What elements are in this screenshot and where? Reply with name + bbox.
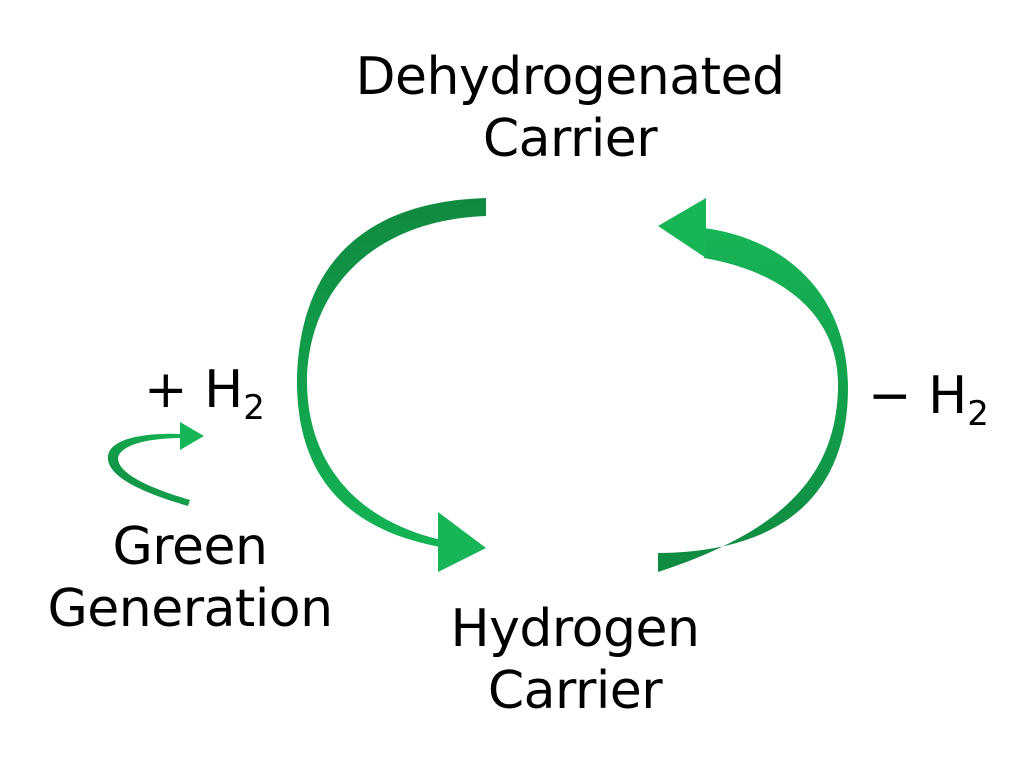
hydrogen-carrier-line2: Carrier (487, 661, 663, 721)
hydrogen-carrier-line1: Hydrogen (450, 599, 700, 659)
hydrogen-addition-subscript: 2 (243, 388, 265, 428)
green-generation-line1: Green (112, 517, 268, 577)
generation-arrowhead (180, 422, 204, 450)
hydrogen-addition-label: + H2 (144, 360, 265, 425)
left-arrowhead (438, 512, 486, 572)
generation-arrow-body (107, 433, 190, 506)
hydrogen-release-label: − H2 (868, 366, 989, 431)
right-cycle-arrow (658, 198, 848, 572)
left-arc-body (296, 198, 486, 548)
green-generation-label: Green Generation (10, 516, 370, 640)
dehydrogenated-carrier-line1: Dehydrogenated (355, 47, 785, 107)
right-arc-body (658, 228, 848, 572)
right-arrowhead (658, 198, 706, 258)
dehydrogenated-carrier-label: Dehydrogenated Carrier (300, 46, 840, 170)
hydrogen-carrier-label: Hydrogen Carrier (345, 598, 805, 722)
hydrogen-release-text: − H (868, 366, 968, 426)
dehydrogenated-carrier-line2: Carrier (482, 109, 658, 169)
green-generation-line2: Generation (47, 579, 333, 639)
generation-arrow (107, 422, 204, 506)
left-cycle-arrow (296, 198, 486, 572)
hydrogen-release-subscript: 2 (967, 394, 989, 434)
hydrogen-addition-text: + H (144, 360, 244, 420)
